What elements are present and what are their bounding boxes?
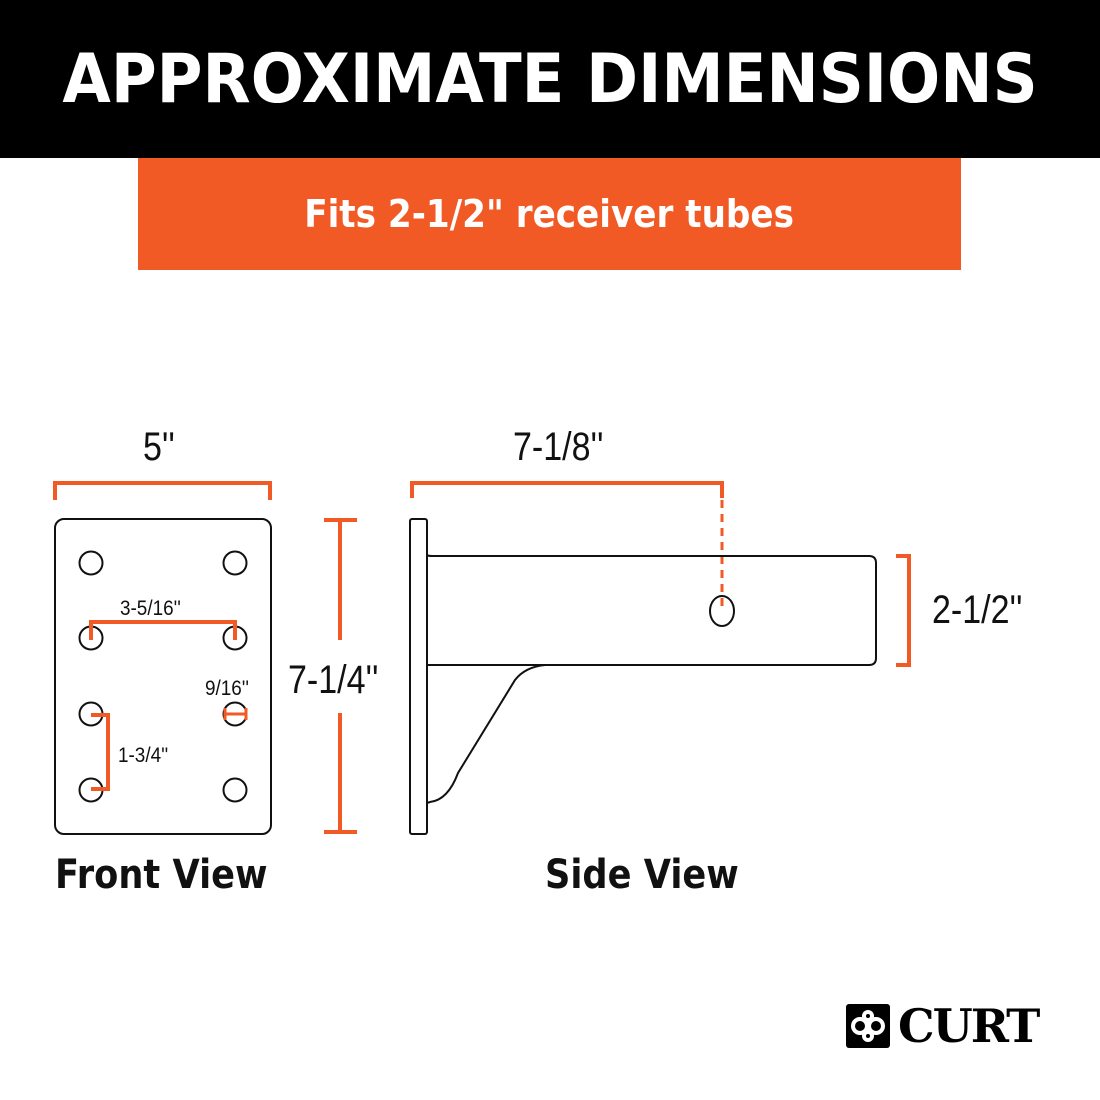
horizontal-spacing-line <box>89 620 237 640</box>
fitment-text: Fits 2-1/2" receiver tubes <box>304 192 795 236</box>
side-view-label: Side View <box>545 852 739 898</box>
brand-name: CURT <box>898 999 1040 1053</box>
vertical-spacing-label: 1-3/4'' <box>118 744 169 767</box>
horizontal-spacing-label: 3-5/16'' <box>120 597 181 620</box>
shank <box>426 554 877 666</box>
width-dimension-bracket <box>53 481 272 500</box>
hole-diameter-line <box>223 708 248 720</box>
front-view-drawing <box>53 481 357 835</box>
fitment-banner: Fits 2-1/2" receiver tubes <box>138 158 961 270</box>
side-view-drawing <box>409 481 911 835</box>
height-dimension-label: 7-1/4'' <box>288 658 379 702</box>
base-plate <box>409 518 428 835</box>
vertical-spacing-line <box>91 713 110 791</box>
hole-diameter-label: 9/16'' <box>205 677 250 700</box>
length-dimension-label: 7-1/8'' <box>513 425 604 469</box>
length-dimension-bracket <box>410 481 724 498</box>
shank-dimension-label: 2-1/2'' <box>932 588 1023 632</box>
shank-dimension-bracket <box>896 554 911 667</box>
front-view-label: Front View <box>55 852 268 898</box>
width-dimension-label: 5'' <box>143 425 175 469</box>
pin-hole <box>709 595 735 627</box>
mounting-plate <box>54 518 272 835</box>
gusset <box>426 664 546 804</box>
page-title: APPROXIMATE DIMENSIONS <box>62 39 1038 119</box>
header-banner: APPROXIMATE DIMENSIONS <box>0 0 1100 158</box>
height-dimension-line <box>324 518 357 834</box>
curt-logo-icon <box>846 1004 890 1048</box>
brand-logo: CURT <box>846 999 1040 1053</box>
